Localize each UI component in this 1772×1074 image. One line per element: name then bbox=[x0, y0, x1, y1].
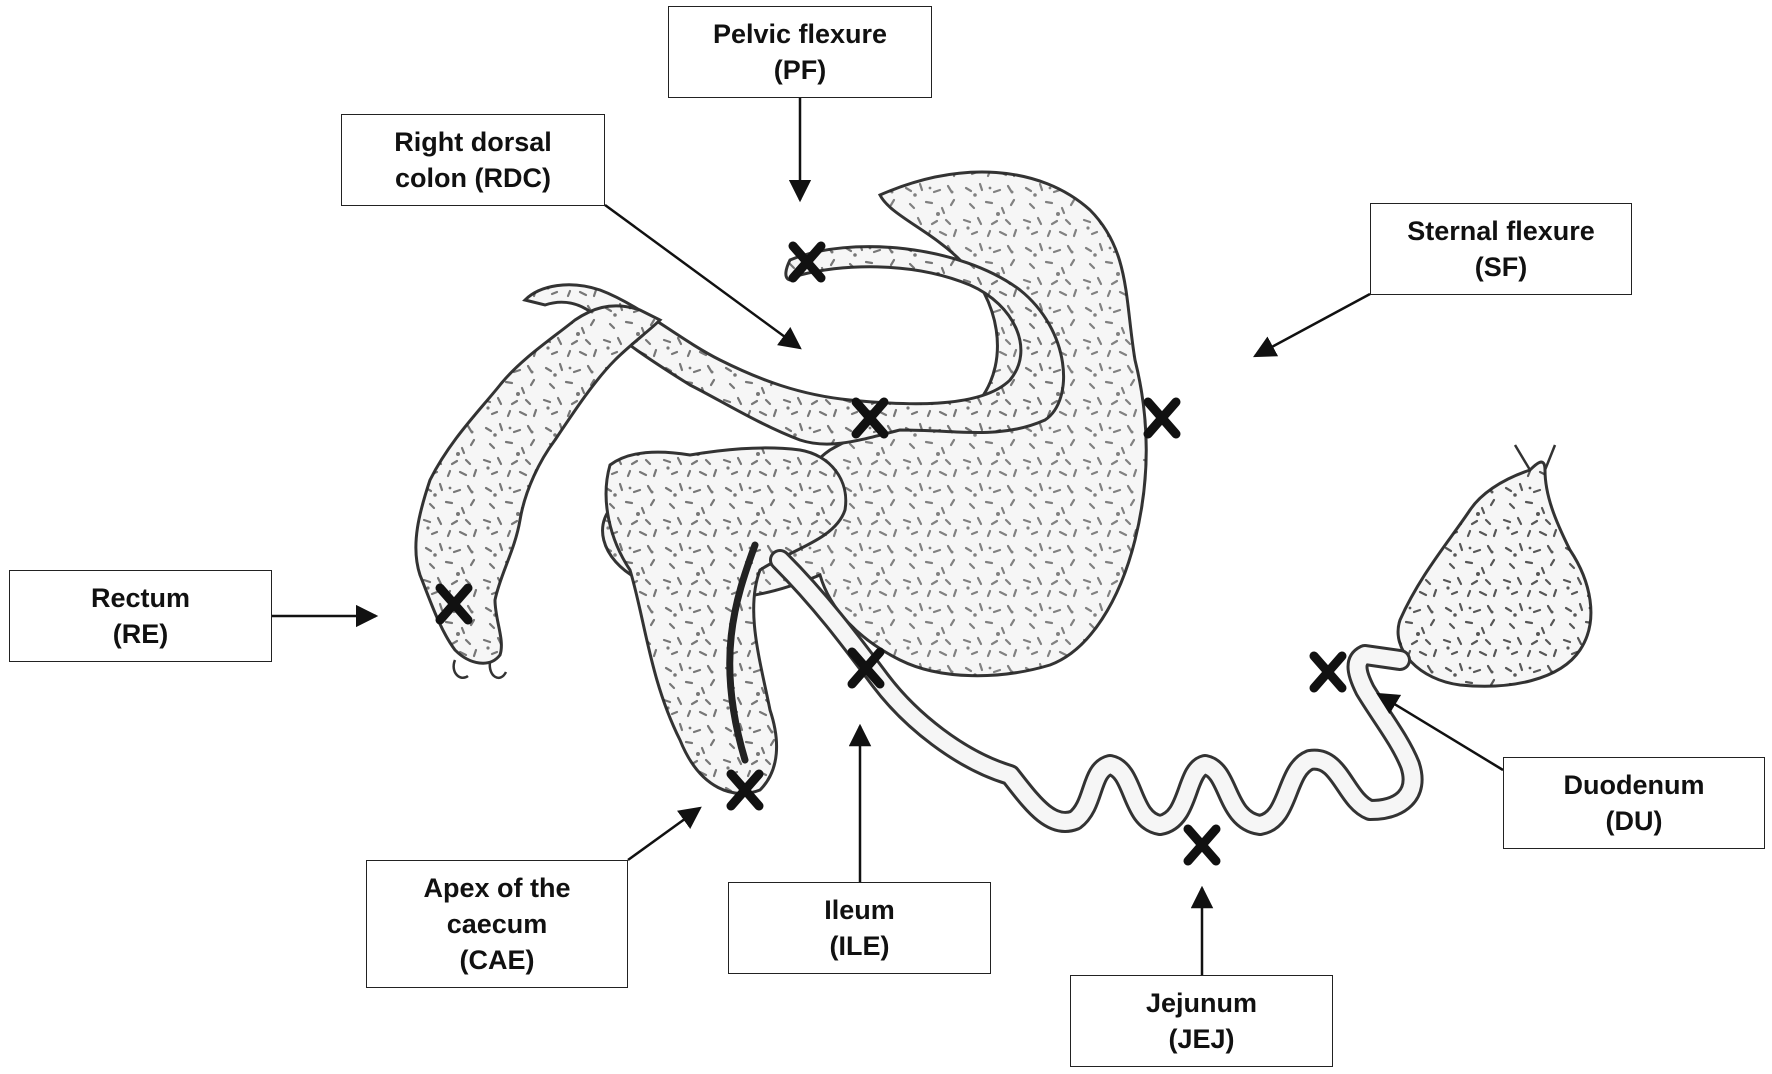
label-line: Pelvic flexure bbox=[712, 19, 888, 49]
sampling-sites bbox=[435, 241, 1347, 866]
x-mark-icon bbox=[788, 241, 826, 283]
label-line: Sternal flexure bbox=[1407, 216, 1595, 246]
label-right-dorsal-colon: Right dorsal colon (RDC) bbox=[341, 114, 605, 206]
label-line: Duodenum bbox=[1563, 770, 1705, 800]
label-jejunum: Jejunum (JEJ) bbox=[1070, 975, 1333, 1067]
label-rectum: Rectum (RE) bbox=[9, 570, 272, 662]
label-line: (ILE) bbox=[829, 931, 890, 961]
label-line: Jejunum bbox=[1145, 988, 1258, 1018]
label-line: Right dorsal bbox=[394, 127, 552, 157]
x-mark-icon bbox=[1143, 397, 1181, 439]
label-line: colon (RDC) bbox=[395, 163, 551, 193]
arrow-rdc bbox=[604, 203, 802, 350]
label-sternal-flexure: Sternal flexure (SF) bbox=[1370, 203, 1632, 295]
label-line: (JEJ) bbox=[1168, 1024, 1235, 1054]
pointer-arrows bbox=[272, 98, 1504, 975]
x-mark-icon bbox=[851, 397, 889, 439]
label-line: (RE) bbox=[112, 619, 169, 649]
label-line: Ileum bbox=[824, 895, 895, 925]
arrow-du bbox=[1376, 692, 1504, 772]
caecal-band bbox=[726, 541, 759, 764]
label-line: Rectum bbox=[90, 583, 191, 613]
label-line: (PF) bbox=[773, 55, 827, 85]
x-mark-icon bbox=[1183, 824, 1221, 866]
label-line: (DU) bbox=[1605, 806, 1663, 836]
label-line: caecum bbox=[446, 909, 548, 939]
intestine-drawing bbox=[414, 170, 1593, 836]
label-line: Apex of the bbox=[423, 873, 571, 903]
x-mark-icon bbox=[726, 769, 764, 811]
x-mark-icon bbox=[847, 647, 885, 689]
anus-curl-left bbox=[452, 659, 469, 679]
arrow-cae bbox=[627, 806, 702, 862]
anus-curl-right bbox=[488, 661, 508, 680]
label-ileum: Ileum (ILE) bbox=[728, 882, 991, 974]
label-duodenum: Duodenum (DU) bbox=[1503, 757, 1765, 849]
x-mark-icon bbox=[1309, 651, 1347, 693]
esophagus bbox=[1513, 444, 1557, 471]
x-mark-icon bbox=[435, 583, 473, 625]
label-pelvic-flexure: Pelvic flexure (PF) bbox=[668, 6, 932, 98]
label-line: (CAE) bbox=[459, 945, 535, 975]
arrow-sf bbox=[1253, 292, 1371, 358]
label-apex-of-caecum: Apex of the caecum (CAE) bbox=[366, 860, 628, 988]
label-line: (SF) bbox=[1474, 252, 1528, 282]
